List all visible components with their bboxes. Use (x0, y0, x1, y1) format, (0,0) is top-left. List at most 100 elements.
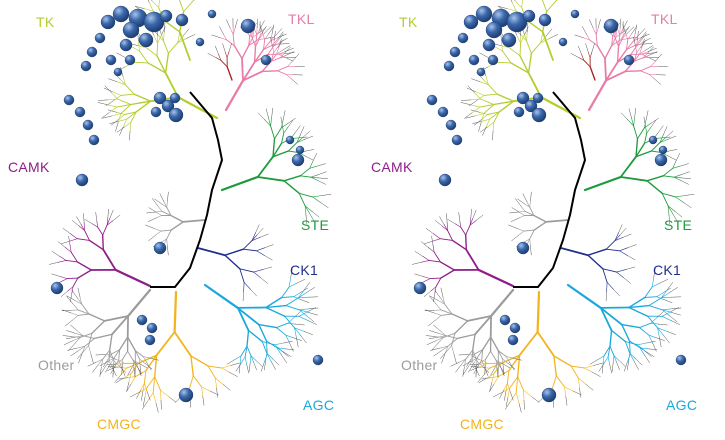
branch-tkl-leaf-label-mark (622, 24, 626, 34)
branch-tkl-leaf-label-mark (268, 26, 274, 35)
branch-tkl-edge (255, 36, 261, 47)
branch-camk-leaf-label-mark (414, 251, 423, 257)
branch-camk-leaf-label-mark (434, 220, 443, 227)
branch-camk-edge (446, 222, 448, 231)
branch-camk (412, 208, 515, 303)
branch-agc-edge (274, 342, 284, 346)
branch-ste-edge (299, 167, 311, 177)
branch-other-leaf-label-mark (77, 287, 81, 297)
branch-camk-edge (59, 276, 68, 279)
branch-ck1-edge (614, 237, 624, 241)
branch-ck1-leaf-label-mark (618, 224, 623, 234)
branch-tk-edge (510, 62, 530, 74)
branch-agc-edge (294, 327, 302, 337)
branch-ste-leaf-label-mark (304, 155, 314, 161)
branch-ste-edge (272, 138, 276, 158)
branch-other-edge (113, 360, 120, 367)
branch-tk-edge (151, 0, 159, 8)
branch-tkl-leaf-label-mark (285, 51, 295, 56)
branch-tkl-edge (639, 47, 643, 55)
branch-ste-leaf-label-mark (628, 108, 632, 118)
branch-agc-edge (298, 309, 308, 317)
branch-ste-edge (644, 119, 647, 129)
branch-cmgc-edge (188, 375, 194, 390)
group-label-other: Other (38, 357, 75, 373)
branch-ste-edge (270, 125, 275, 140)
kinase-marker-sphere (532, 92, 544, 104)
branch-tkl-leaf-label-mark (648, 52, 658, 54)
branch-other-leaf-label-mark (514, 198, 521, 206)
branch-tk-leaf-label-mark (549, 34, 559, 39)
branch-other-leaf-label-mark (99, 367, 102, 377)
branch-camk-edge (106, 217, 109, 226)
branch-agc-edge (274, 344, 283, 352)
branch-agc-edge (281, 296, 295, 298)
branch-other-leaf-label-mark (167, 191, 169, 202)
branch-camk-leaf-label-mark (84, 219, 93, 225)
branch-agc-edge (266, 353, 272, 363)
branch-cmgc-edge (507, 382, 511, 393)
branch-tk-edge (520, 34, 525, 44)
branch-agc-leaf-label-mark (670, 307, 680, 312)
branch-other-leaf-label-mark (484, 365, 486, 375)
branch-agc-leaf-label-mark (281, 355, 287, 364)
branch-tkl-leaf-label-mark (219, 26, 224, 35)
branch-ste-leaf-label-mark (674, 211, 683, 218)
branch-cmgc-leaf-label-mark (168, 396, 177, 403)
branch-other-edge (437, 332, 447, 337)
branch-other-leaf-label-mark (508, 224, 518, 229)
branch-cmgc-leaf-label-mark (592, 372, 601, 377)
branch-other-edge (119, 336, 129, 351)
branch-cmgc-edge (152, 392, 157, 404)
branch-tk-edge (471, 106, 481, 114)
branch-agc-leaf-label-mark (609, 364, 612, 374)
branch-tk-edge (157, 34, 164, 42)
branch-tkl-leaf-label-mark (284, 56, 294, 62)
kinase-marker-sphere (153, 241, 167, 255)
branch-other-edge (465, 349, 474, 360)
branch-other-leaf-label-mark (499, 366, 506, 375)
kinase-marker-sphere (654, 153, 668, 167)
kinase-marker-sphere (94, 32, 106, 44)
branch-tkl-edge (633, 57, 644, 62)
branch-other-leaf-label-mark (424, 310, 435, 312)
branch-tkl-leaf-label-mark (655, 53, 663, 61)
branch-camk-edge (447, 230, 453, 241)
branch-ck1-leaf-label-mark (260, 277, 268, 284)
branch-agc-edge (287, 317, 295, 324)
branch-cmgc-leaf-label-mark (593, 362, 603, 366)
branch-tkl-edge (223, 34, 227, 41)
branch-camk-edge (96, 221, 98, 228)
branch-camk-edge (465, 234, 467, 251)
branch-ste-edge (661, 192, 676, 198)
branch-ste-edge (673, 176, 683, 179)
branch-agc-edge (621, 323, 641, 329)
branch-tk-leaf-label-mark (150, 0, 153, 1)
branch-agc-edge (657, 327, 660, 339)
branch-tk-leaf-label-mark (468, 100, 477, 107)
branch-cmgc-edge (500, 354, 521, 364)
branch-camk-edge (64, 247, 72, 253)
branch-cmgc-edge (137, 354, 158, 364)
branch-tkl-edge (261, 70, 279, 73)
branch-tk-edge (521, 0, 523, 8)
branch-camk-edge (102, 224, 108, 236)
branch-other-edge (481, 349, 484, 361)
group-label-camk: CAMK (8, 159, 50, 175)
branch-agc-edge (298, 296, 310, 299)
branch-tk-leaf-label-mark (482, 126, 487, 136)
branch-ste-leaf-label-mark (650, 118, 659, 124)
branch-ste-leaf-label-mark (318, 177, 329, 180)
branch-tkl-edge (277, 65, 289, 72)
branch-ck1-edge (606, 281, 614, 290)
branch-ste-edge (287, 142, 298, 152)
branch-agc-edge (247, 329, 263, 343)
kinase-marker-sphere (658, 145, 668, 155)
branch-tk-edge (489, 111, 500, 120)
branch-tk-leaf-label-mark (115, 122, 119, 132)
branch-ste-edge (272, 150, 290, 158)
branch-agc-leaf-label-mark (659, 279, 669, 284)
branch-ck1-edge (616, 269, 627, 273)
branch-tk-edge (492, 122, 495, 132)
